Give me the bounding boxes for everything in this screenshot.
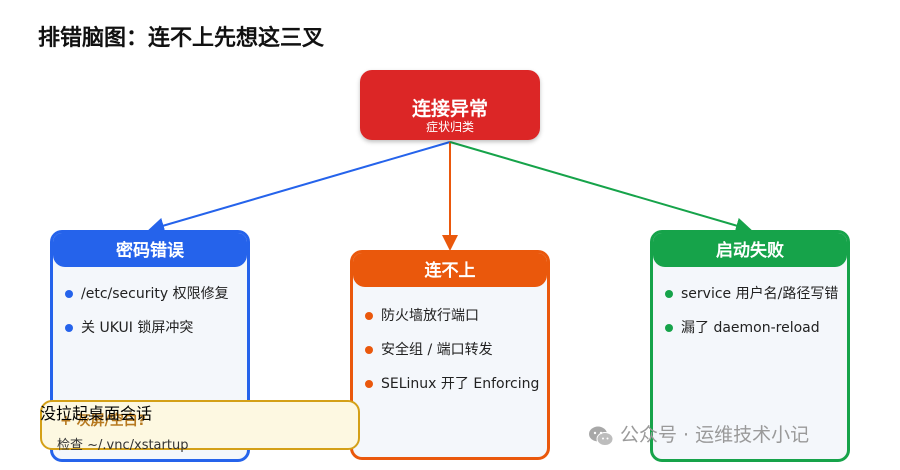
list-item-text: SELinux 开了 Enforcing (381, 376, 540, 392)
branch-startup-failure: 启动失败 service 用户名/路径写错 漏了 daemon-reload (650, 230, 850, 462)
note-line-2: 没拉起桌面会话 (40, 404, 153, 423)
bullet-dot-icon (65, 324, 73, 332)
branch-title: 连不上 (353, 253, 547, 287)
branch-cannot-connect: 连不上 防火墙放行端口 安全组 / 端口转发 SELinux 开了 Enforc… (350, 250, 550, 460)
list-item-text: 安全组 / 端口转发 (381, 342, 493, 358)
bullet-dot-icon (365, 346, 373, 354)
list-item: SELinux 开了 Enforcing (353, 367, 547, 401)
connector-green (449, 141, 752, 234)
wechat-icon (589, 426, 614, 446)
note-line-1: 检查 ~/.vnc/xstartup (57, 438, 189, 453)
bullet-dot-icon (365, 380, 373, 388)
list-item-text: 防火墙放行端口 (381, 308, 479, 324)
root-node: 连接异常 症状归类 (360, 70, 540, 140)
list-item: 防火墙放行端口 (353, 299, 547, 333)
list-item-text: /etc/security 权限修复 (81, 286, 229, 302)
list-item-text: service 用户名/路径写错 (681, 286, 839, 302)
connector-blue (148, 141, 451, 234)
list-item: /etc/security 权限修复 (53, 277, 247, 311)
diagram-title: 排错脑图：连不上先想这三叉 (38, 26, 325, 51)
list-item: service 用户名/路径写错 (653, 277, 847, 311)
list-item: 漏了 daemon-reload (653, 311, 847, 345)
watermark: 公众号 · 运维技术小记 (588, 422, 809, 448)
note-title: + 灰屏/空白? (60, 413, 146, 429)
watermark-text: 公众号 · 运维技术小记 (620, 424, 810, 446)
list-item: 关 UKUI 锁屏冲突 (53, 311, 247, 345)
bullet-dot-icon (365, 312, 373, 320)
gray-screen-note: + 灰屏/空白? 检查 ~/.vnc/xstartup (40, 400, 360, 453)
root-sublabel: 症状归类 (425, 120, 474, 134)
bullet-dot-icon (65, 290, 73, 298)
root-label: 连接异常 (411, 98, 488, 120)
branch-title: 启动失败 (653, 233, 847, 267)
bullet-dot-icon (665, 324, 673, 332)
list-item: 安全组 / 端口转发 (353, 333, 547, 367)
list-item-text: 关 UKUI 锁屏冲突 (81, 320, 194, 336)
list-item-text: 漏了 daemon-reload (681, 320, 820, 336)
branch-title: 密码错误 (53, 233, 247, 267)
bullet-dot-icon (665, 290, 673, 298)
